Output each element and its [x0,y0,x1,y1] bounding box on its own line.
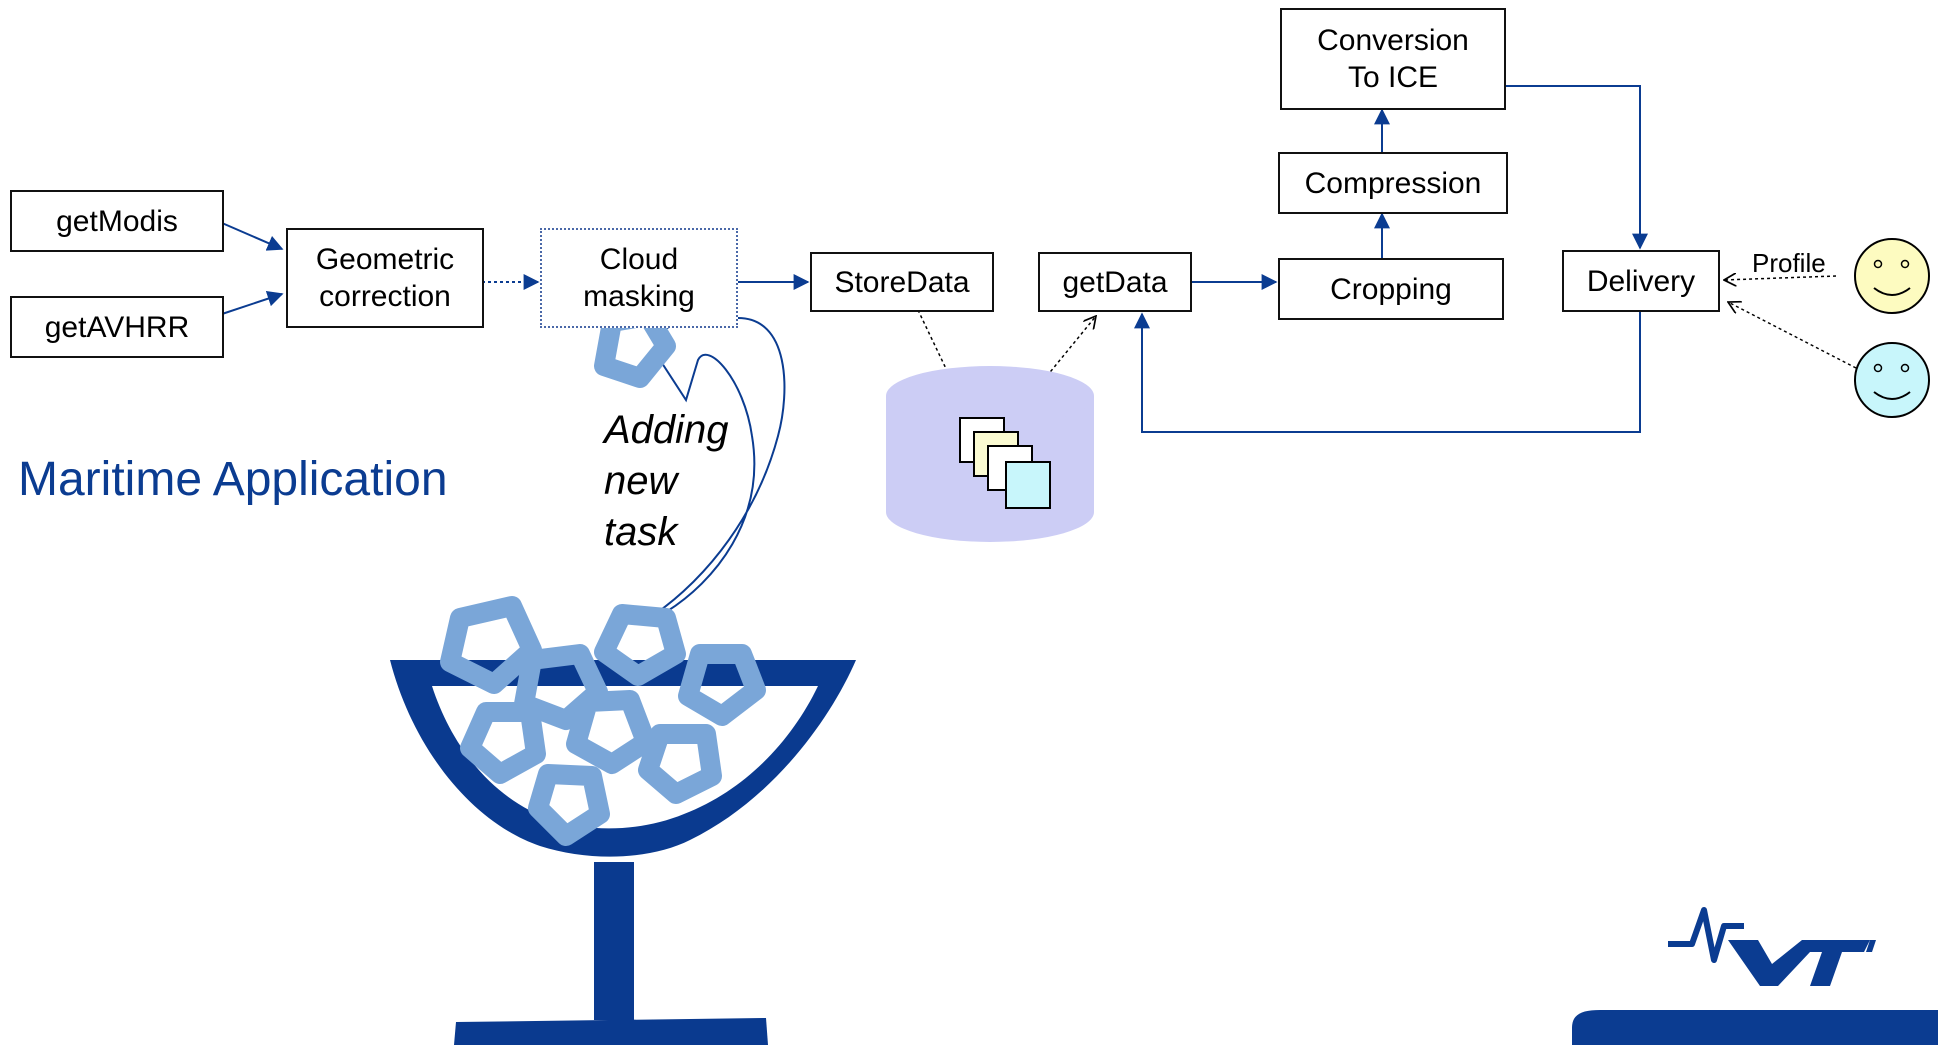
node-store-data: StoreData [810,252,994,312]
edge-conversion-delivery [1504,85,1648,250]
edge-delivery-getdata [1134,310,1641,433]
node-cropping: Cropping [1278,258,1504,320]
node-get-modis: getModis [10,190,224,252]
node-delivery: Delivery [1562,250,1720,312]
node-cloud-masking: Cloud masking [540,228,738,328]
goblet-icon [390,660,856,1045]
vtt-logo [1572,907,1938,1045]
page-title: Maritime Application [18,453,448,506]
ice-cubes-group [440,596,766,846]
node-get-data: getData [1038,252,1192,312]
stacked-documents-icon [959,417,1051,509]
smiley-face-icon-cyan [1854,342,1930,418]
edge-smiley1-delivery [1724,276,1837,280]
node-compression: Compression [1278,152,1508,214]
edge-getavhrr-geometric [221,290,284,315]
node-conversion-to-ice: Conversion To ICE [1280,8,1506,110]
callout-tail [645,316,786,621]
node-geometric-correction: Geometric correction [286,228,484,328]
edge-storedata-db [917,309,960,398]
edge-label-profile: Profile [1752,248,1826,278]
edge-smiley2-delivery [1728,302,1857,369]
smiley-face-icon-yellow [1854,238,1930,314]
node-get-avhrr: getAVHRR [10,296,224,358]
edge-getmodis-geometric [221,222,284,251]
annotation-adding-new-task: Adding new task [604,408,729,554]
